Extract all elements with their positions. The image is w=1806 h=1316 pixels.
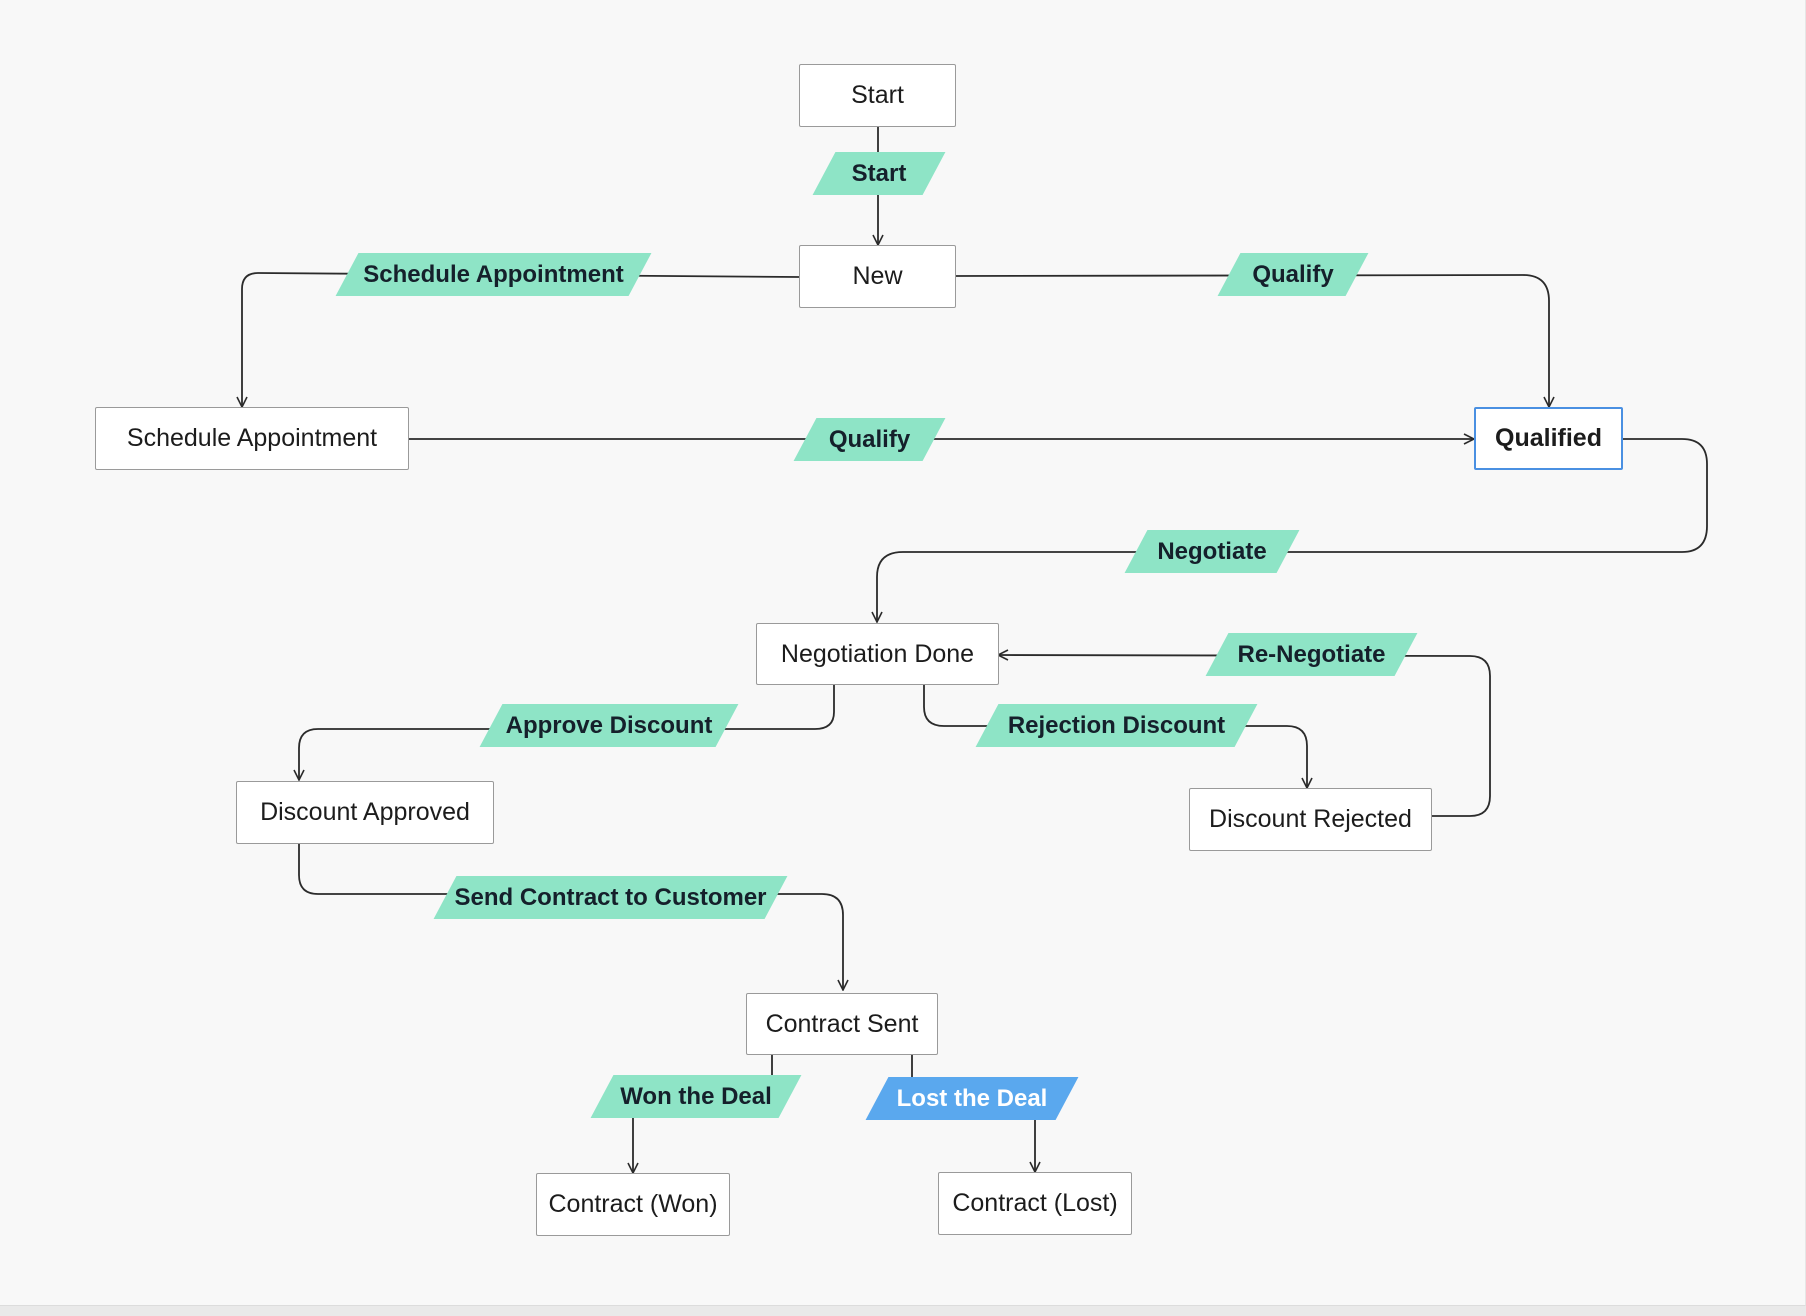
- state-discount-approved[interactable]: Discount Approved: [236, 781, 494, 844]
- transition-label: Won the Deal: [620, 1082, 772, 1110]
- connector-new-to-qualified: [954, 274, 1549, 407]
- connector-rejected-to-negotiation: [998, 655, 1491, 817]
- transition-re-negotiate[interactable]: Re-Negotiate: [1205, 633, 1418, 676]
- transition-label: Send Contract to Customer: [454, 883, 767, 911]
- transition-qualify-from-new[interactable]: Qualify: [1217, 253, 1369, 296]
- transition-schedule-appointment[interactable]: Schedule Appointment: [335, 253, 652, 296]
- state-start[interactable]: Start: [799, 64, 956, 127]
- state-discount-rejected[interactable]: Discount Rejected: [1189, 788, 1432, 851]
- transition-label: Re-Negotiate: [1237, 640, 1386, 668]
- transition-label: Qualify: [1252, 260, 1334, 288]
- transition-label: Approve Discount: [505, 711, 713, 739]
- transition-label: Schedule Appointment: [363, 260, 624, 288]
- transition-send-contract[interactable]: Send Contract to Customer: [433, 876, 788, 919]
- transition-start[interactable]: Start: [812, 152, 946, 195]
- transition-label: Lost the Deal: [896, 1084, 1048, 1112]
- transition-label: Rejection Discount: [1007, 711, 1226, 739]
- connector-new-to-schedule: [242, 272, 800, 407]
- transition-won-the-deal[interactable]: Won the Deal: [590, 1075, 802, 1118]
- transition-lost-the-deal[interactable]: Lost the Deal: [865, 1077, 1079, 1120]
- connector-qualified-to-negotiation: [877, 438, 1708, 622]
- state-qualified[interactable]: Qualified: [1474, 407, 1623, 470]
- transition-label: Negotiate: [1157, 537, 1267, 565]
- transition-approve-discount[interactable]: Approve Discount: [479, 704, 739, 747]
- transition-label: Qualify: [828, 425, 911, 453]
- state-contract-lost[interactable]: Contract (Lost): [938, 1172, 1132, 1235]
- state-contract-sent[interactable]: Contract Sent: [746, 993, 938, 1055]
- state-new[interactable]: New: [799, 245, 956, 308]
- transition-negotiate[interactable]: Negotiate: [1124, 530, 1300, 573]
- state-negotiation-done[interactable]: Negotiation Done: [756, 623, 999, 685]
- transition-rejection-discount[interactable]: Rejection Discount: [975, 704, 1258, 747]
- transition-label: Start: [851, 159, 907, 187]
- state-contract-won[interactable]: Contract (Won): [536, 1173, 730, 1236]
- transition-qualify-from-schedule[interactable]: Qualify: [793, 418, 946, 461]
- state-schedule-appointment[interactable]: Schedule Appointment: [95, 407, 409, 470]
